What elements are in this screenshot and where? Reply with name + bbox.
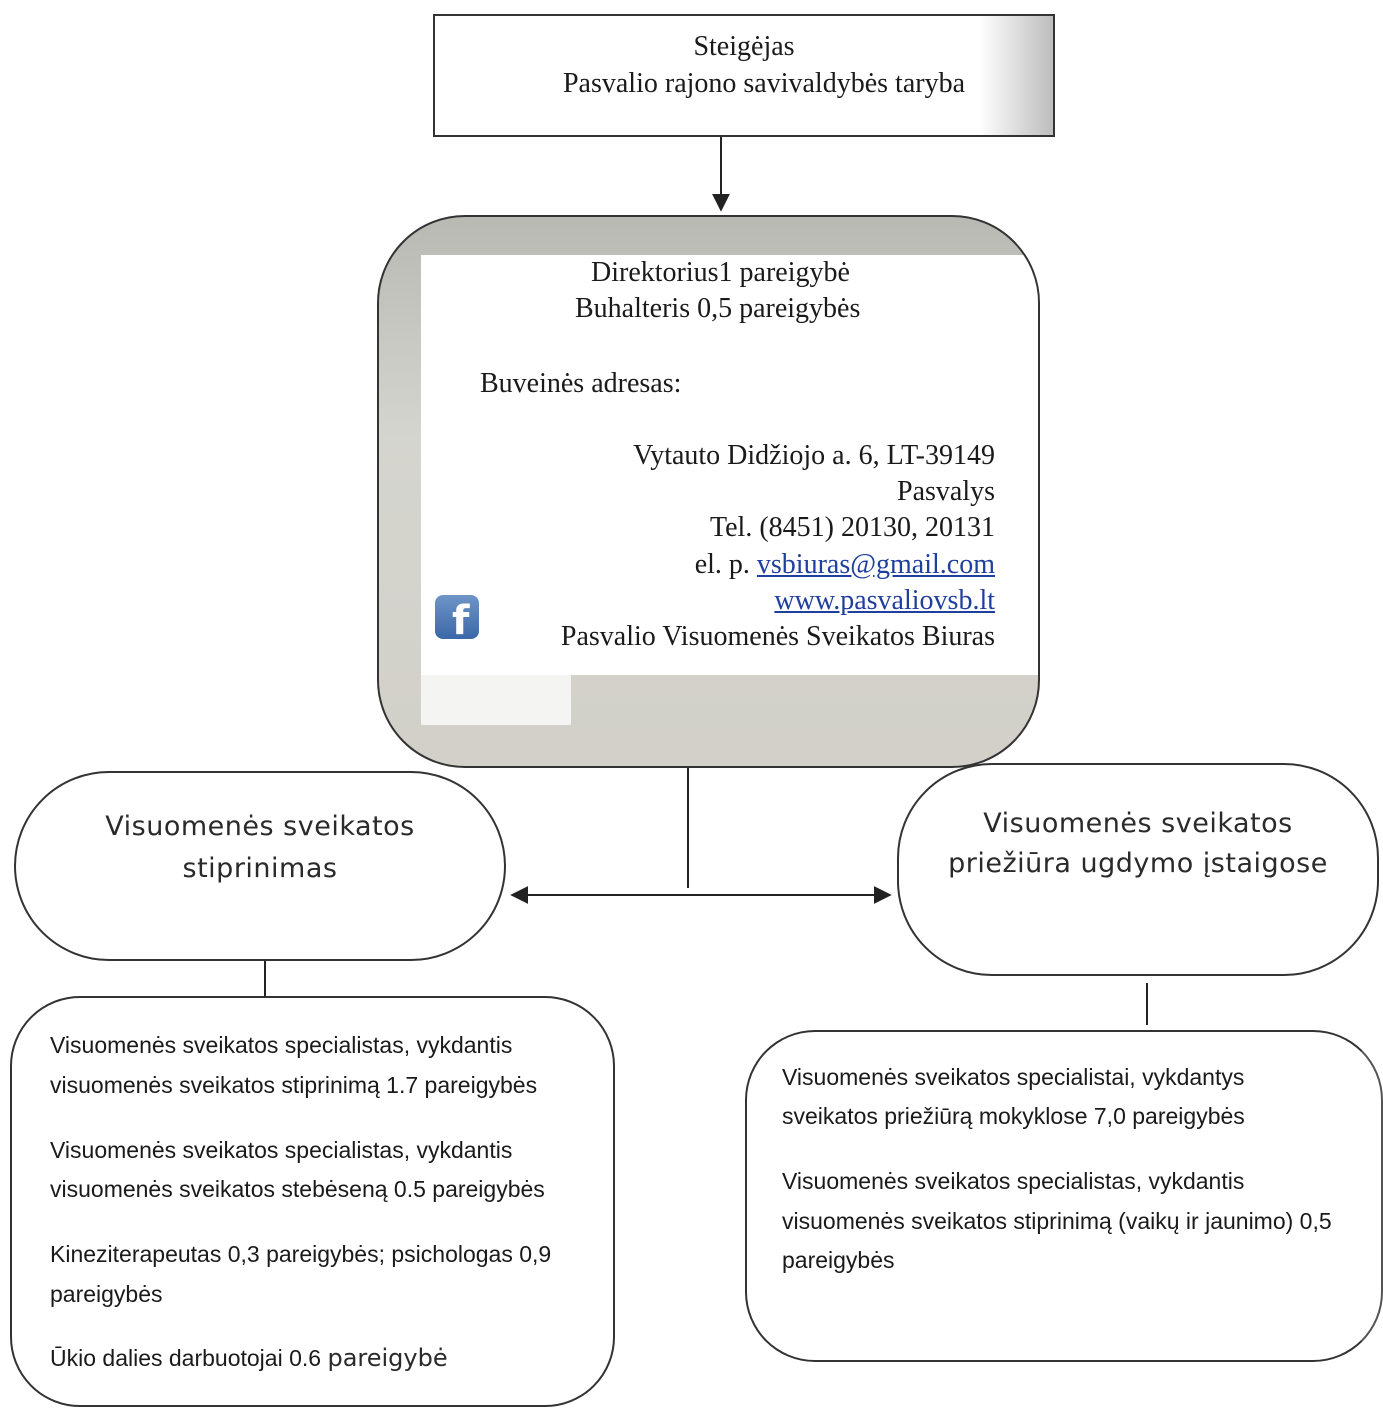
staff-right-item2-line1: Visuomenės sveikatos specialistas, vykda… [782, 1168, 1245, 1194]
address-label: Buveinės adresas: [480, 368, 682, 399]
facebook-icon[interactable]: f [435, 595, 479, 639]
founder-title: Steigėjas [693, 31, 795, 62]
staff-left-item3-line2: pareigybės [50, 1281, 163, 1307]
founder-name: Pasvalio rajono savivaldybės taryba [562, 68, 965, 99]
staff-left-item4-text: Ūkio dalies darbuotojai 0.6 [50, 1345, 322, 1371]
email-link[interactable]: vsbiuras@gmail.com [756, 549, 995, 580]
department-left-line1: Visuomenės sveikatos [105, 811, 415, 842]
staff-box-right: Visuomenės sveikatos specialistai, vykda… [745, 1030, 1383, 1362]
staff-left-item2-line1: Visuomenės sveikatos specialistas, vykda… [50, 1137, 513, 1163]
staff-right-item2-line3: pareigybės [782, 1247, 895, 1273]
staff-right-item1-line1: Visuomenės sveikatos specialistai, vykda… [782, 1064, 1245, 1090]
director-info-panel: Direktorius1 pareigybė Buhalteris 0,5 pa… [421, 255, 1038, 675]
department-school-health-care: Visuomenės sveikatos priežiūra ugdymo įs… [897, 763, 1379, 976]
website-link[interactable]: www.pasvaliovsb.lt [774, 585, 995, 616]
staff-left-item4: Ūkio dalies darbuotojai 0.6 pareigybė [50, 1344, 448, 1372]
department-left-line2: stiprinimas [182, 853, 338, 884]
phone-numbers: Tel. (8451) 20130, 20131 [709, 512, 995, 543]
staff-left-item4-tail: pareigybė [327, 1344, 448, 1372]
address-street: Vytauto Didžiojo a. 6, LT-39149 [633, 440, 995, 471]
department-right-line1: Visuomenės sveikatos [983, 808, 1293, 839]
address-city: Pasvalys [897, 476, 995, 507]
staff-left-item2-line2: visuomenės sveikatos stebėseną 0.5 parei… [50, 1176, 545, 1202]
department-health-promotion: Visuomenės sveikatos stiprinimas [14, 771, 506, 961]
email-prefix: el. p. [694, 549, 750, 580]
accountant-position: Buhalteris 0,5 pareigybės [575, 293, 861, 324]
department-right-line2: priežiūra ugdymo įstaigose [948, 848, 1328, 879]
staff-box-left: Visuomenės sveikatos specialistas, vykda… [10, 996, 615, 1407]
staff-right-item1-line2: sveikatos priežiūrą mokyklose 7,0 pareig… [782, 1103, 1245, 1129]
staff-left-item1-line2: visuomenės sveikatos stiprinimą 1.7 pare… [50, 1072, 538, 1098]
facebook-page-name: Pasvalio Visuomenės Sveikatos Biuras [560, 621, 995, 652]
email-line: el. p. vsbiuras@gmail.com [695, 549, 995, 581]
director-panel-footer [421, 675, 571, 725]
staff-left-item1-line1: Visuomenės sveikatos specialistas, vykda… [50, 1032, 513, 1058]
director-position: Direktorius1 pareigybė [591, 257, 850, 288]
staff-left-item3-line1: Kineziterapeutas 0,3 pareigybės; psichol… [50, 1241, 552, 1267]
director-box: Direktorius1 pareigybė Buhalteris 0,5 pa… [377, 215, 1040, 768]
founder-box: Steigėjas Pasvalio rajono savivaldybės t… [433, 14, 1055, 137]
staff-right-item2-line2: visuomenės sveikatos stiprinimą (vaikų i… [782, 1208, 1332, 1234]
